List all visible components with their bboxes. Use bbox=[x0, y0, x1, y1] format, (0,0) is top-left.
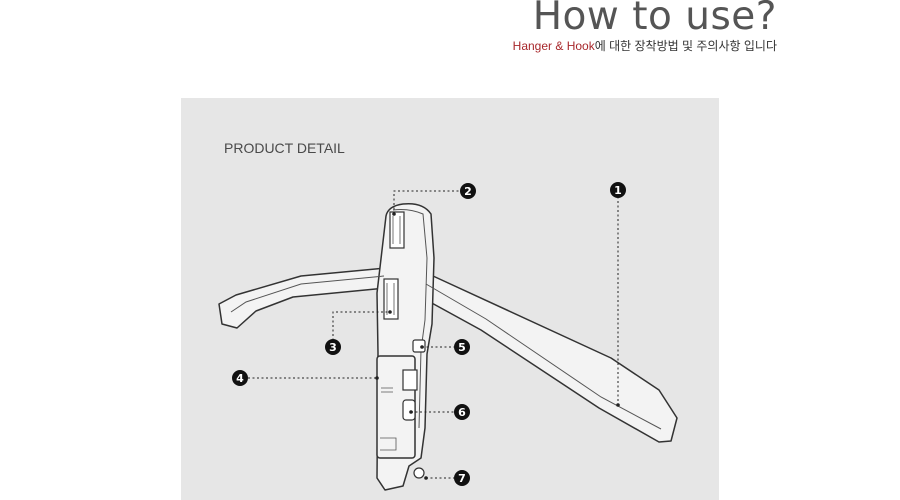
hook-tab bbox=[402, 369, 418, 391]
callout-3-number: 3 bbox=[329, 341, 337, 354]
slot-middle bbox=[383, 278, 399, 320]
callout-5-badge bbox=[454, 339, 470, 355]
panel-label: PRODUCT DETAIL bbox=[224, 140, 345, 156]
button-5 bbox=[412, 339, 426, 353]
hanger-illustration: 1 2 3 4 5 6 7 bbox=[218, 182, 678, 491]
page-title: How to use? bbox=[532, 0, 777, 39]
callout-7-number: 7 bbox=[458, 472, 466, 485]
product-detail-panel: PRODUCT DETAIL bbox=[181, 98, 719, 500]
callout-4-number: 4 bbox=[236, 372, 244, 385]
leader-line-2 bbox=[393, 190, 461, 214]
slot-top bbox=[389, 211, 405, 249]
page-subtitle: Hanger & Hook에 대한 장착방법 및 주의사항 입니다 bbox=[513, 37, 777, 54]
leader-line-3 bbox=[332, 311, 390, 345]
callout-3-badge bbox=[325, 339, 341, 355]
callout-5-number: 5 bbox=[458, 341, 466, 354]
callout-6-number: 6 bbox=[458, 406, 466, 419]
callout-4-badge bbox=[232, 370, 248, 386]
callout-6-badge bbox=[454, 404, 470, 420]
callout-7-badge bbox=[454, 470, 470, 486]
callout-1-badge bbox=[610, 182, 626, 198]
subtitle-product-name: Hanger & Hook bbox=[512, 39, 595, 53]
hanger-left-arm bbox=[218, 267, 387, 329]
callout-2-badge bbox=[460, 183, 476, 199]
callout-1-number: 1 bbox=[614, 184, 622, 197]
hook-hole bbox=[413, 467, 425, 479]
callout-2-number: 2 bbox=[464, 185, 472, 198]
switch-6 bbox=[402, 399, 416, 421]
subtitle-description: 에 대한 장착방법 및 주의사항 입니다 bbox=[594, 39, 777, 53]
